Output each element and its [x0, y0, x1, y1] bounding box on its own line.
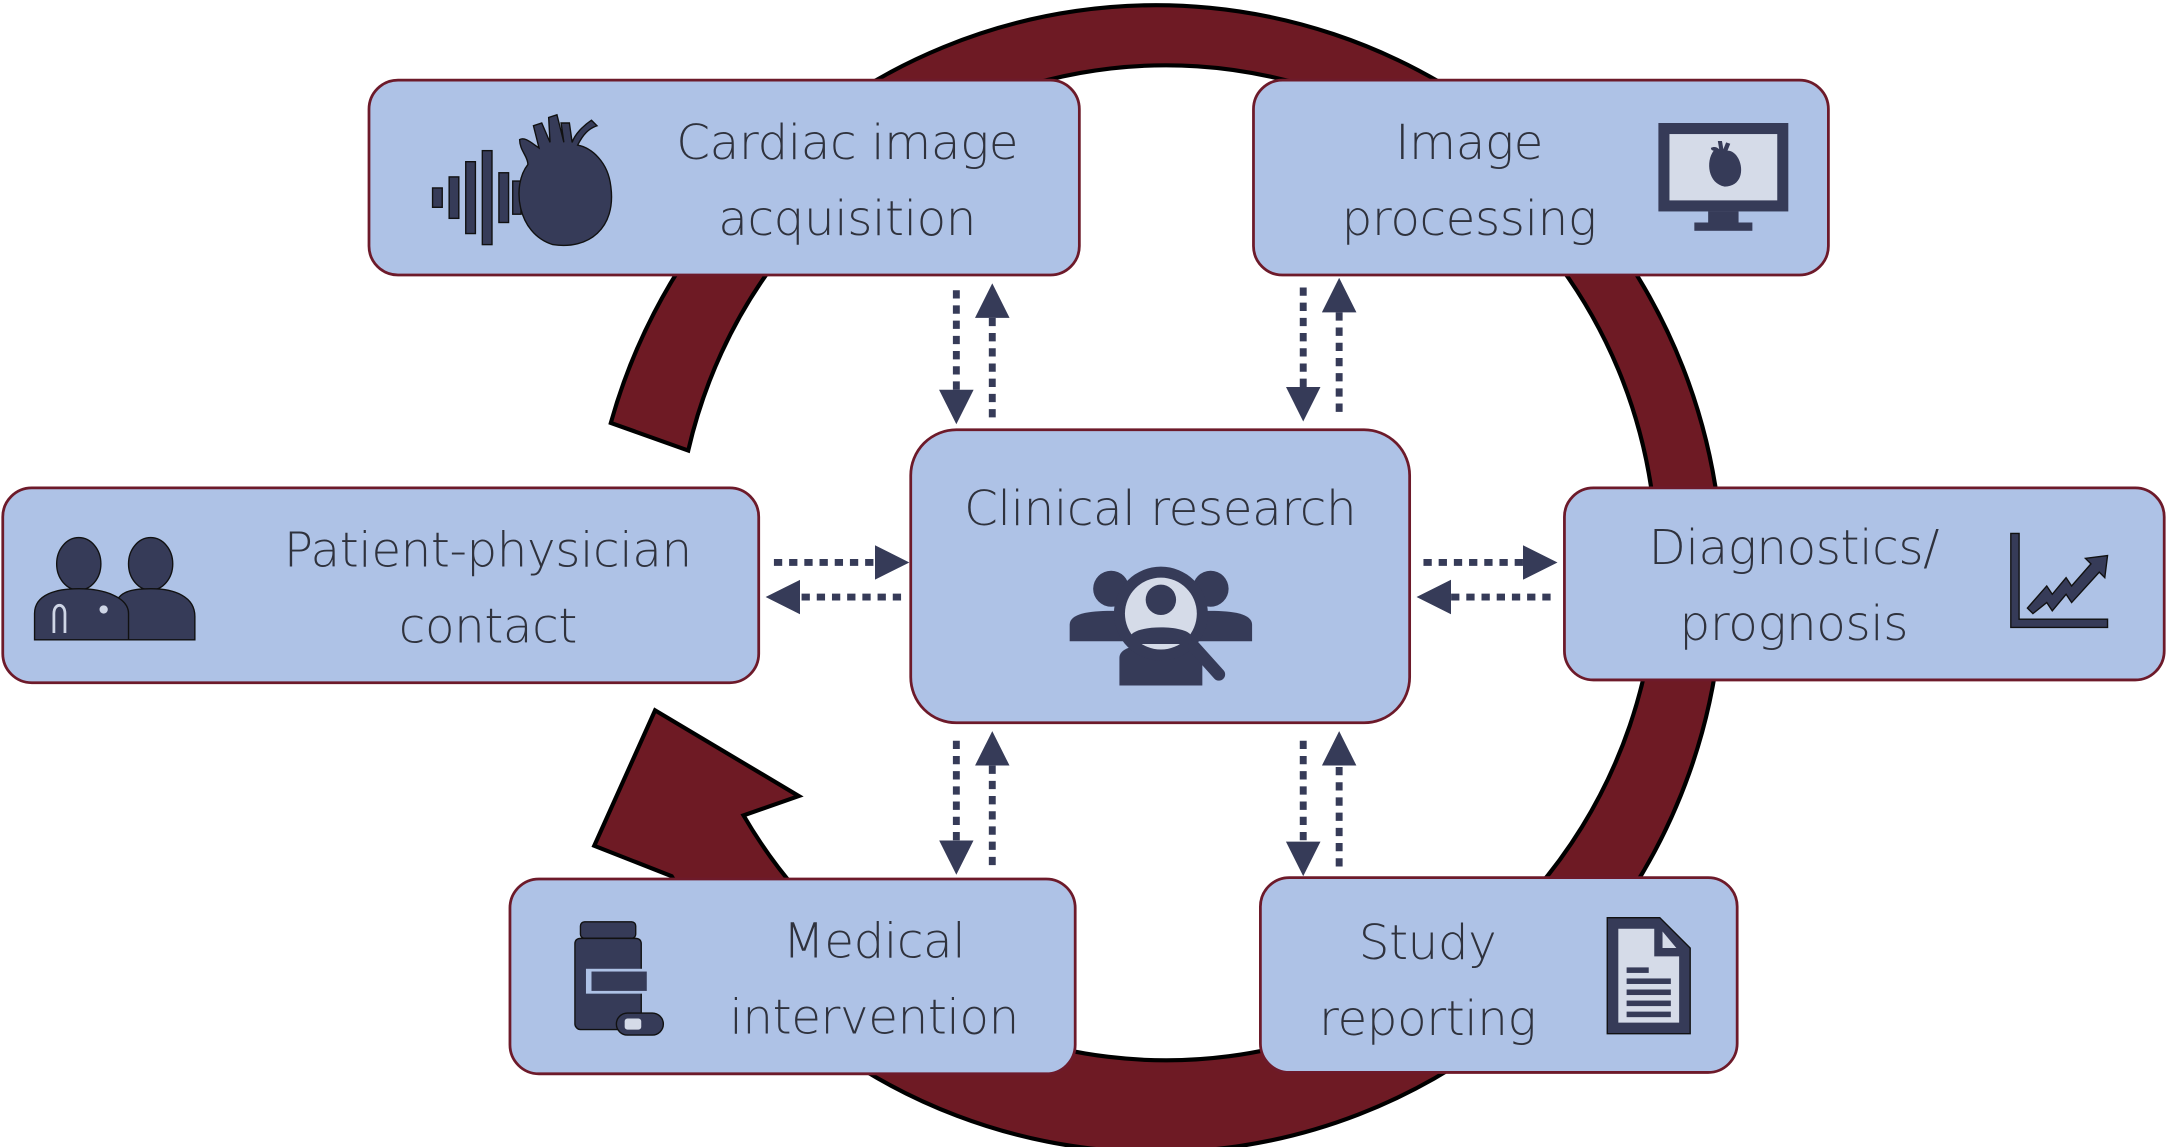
node-label: Diagnostics/ prognosis: [1648, 521, 1940, 653]
node-medical-intervention: Medical intervention: [508, 877, 1077, 1076]
trend-chart-icon: [2010, 532, 2109, 629]
medicine-bottle-icon: [574, 921, 665, 1036]
heart-ultrasound-icon: [431, 113, 613, 247]
node-label: Medical intervention: [729, 914, 1019, 1047]
node-clinical-research: Clinical research: [909, 428, 1412, 725]
node-study-reporting: Study reporting: [1259, 876, 1739, 1074]
monitor-heart-icon: [1658, 122, 1789, 231]
node-cardiac-image-acquisition: Cardiac image acquisition: [367, 78, 1081, 277]
node-label: Study reporting: [1319, 916, 1537, 1048]
node-label: Patient-physician contact: [283, 523, 692, 656]
center-label: Clinical research: [964, 482, 1357, 538]
doctor-patient-icon: [33, 536, 196, 641]
node-label: Image processing: [1341, 116, 1597, 248]
node-patient-physician-contact: Patient-physician contact: [1, 486, 761, 685]
node-diagnostics-prognosis: Diagnostics/ prognosis: [1563, 486, 2166, 682]
document-icon: [1606, 916, 1691, 1035]
people-magnifier-icon: [1069, 566, 1253, 686]
node-label: Cardiac image acquisition: [676, 116, 1019, 248]
node-image-processing: Image processing: [1252, 78, 1830, 277]
